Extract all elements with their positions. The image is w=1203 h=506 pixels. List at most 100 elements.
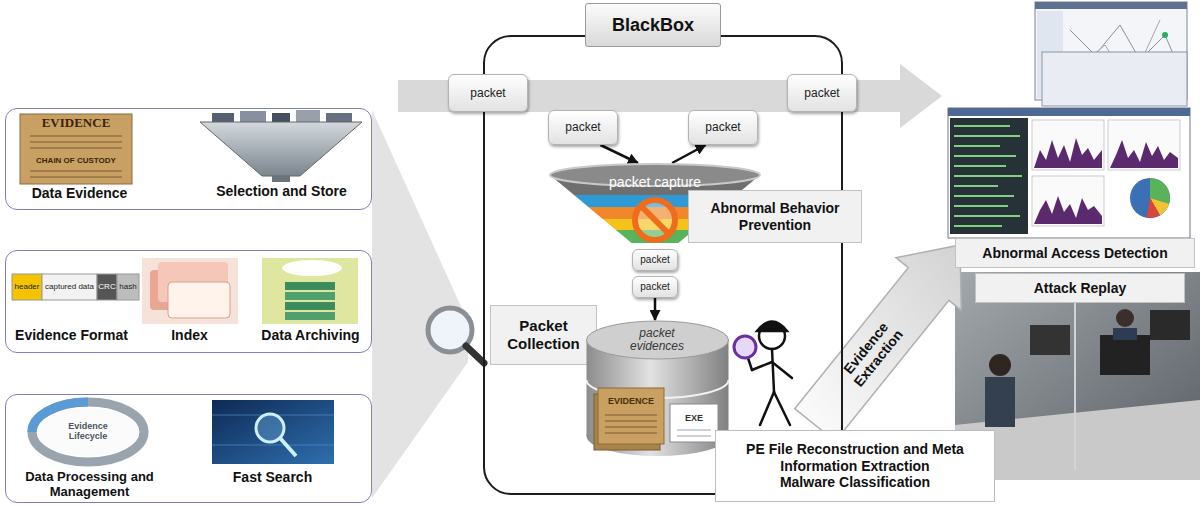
panel-caption: Data Archiving xyxy=(246,328,376,343)
focus-wedge xyxy=(372,110,468,498)
device-icon xyxy=(240,111,266,122)
function-label: Malware Classification xyxy=(780,474,930,491)
search-handle xyxy=(280,438,296,456)
log-line xyxy=(954,215,1020,217)
log-list xyxy=(950,118,1028,234)
packet-label: packet xyxy=(705,120,740,134)
evidence-store: packet evidences xyxy=(585,320,730,458)
packet-box: packet xyxy=(632,249,678,271)
evidence-document xyxy=(20,114,132,184)
figure-glass-handle xyxy=(748,358,752,370)
function-label: Abnormal Behavior Prevention xyxy=(695,200,855,234)
search-image xyxy=(212,400,334,464)
figure-hat xyxy=(757,322,787,332)
log-line xyxy=(954,225,1002,227)
packet-box: packet xyxy=(787,74,857,112)
format-hash xyxy=(117,274,139,300)
exe-file xyxy=(670,404,718,442)
paper-line xyxy=(605,433,657,434)
cylinder-top xyxy=(587,321,729,359)
archive-server xyxy=(285,292,335,300)
investigator-figure xyxy=(734,322,792,426)
traffic-chart xyxy=(1110,140,1178,168)
funnel-label: packet capture xyxy=(548,174,762,190)
flow-connector xyxy=(672,145,705,163)
device-icon xyxy=(212,113,234,122)
lifecycle-core xyxy=(38,408,138,456)
prohibition-sign xyxy=(635,200,675,240)
paper-line xyxy=(605,427,657,428)
format-field: header xyxy=(12,282,42,291)
function-box: PE File Reconstruction and Meta Informat… xyxy=(715,430,995,502)
figure-leg xyxy=(760,392,774,425)
log-line xyxy=(954,165,1006,167)
screen-titlebar xyxy=(948,108,1190,116)
selection-funnel xyxy=(200,122,362,176)
figure-body xyxy=(772,349,774,392)
photo-person xyxy=(985,377,1015,427)
function-box: Abnormal Access Detection xyxy=(955,238,1195,268)
prohibition-slash xyxy=(641,206,669,234)
log-line xyxy=(954,135,1020,137)
panel-caption: Index xyxy=(140,328,240,343)
photo-person xyxy=(1116,309,1134,327)
function-label: PE File Reconstruction and Meta Informat… xyxy=(722,441,988,475)
archive-server xyxy=(285,282,335,290)
flow-connector xyxy=(654,298,657,320)
function-label: Attack Replay xyxy=(1034,280,1127,297)
archive-image xyxy=(262,258,358,324)
paper-line xyxy=(605,415,657,416)
format-header xyxy=(12,274,42,300)
network-node xyxy=(1162,32,1168,38)
packet-label: packet xyxy=(640,254,669,266)
document-line xyxy=(30,148,122,149)
screen-window xyxy=(948,108,1190,238)
packet-label: packet xyxy=(640,281,669,293)
search-lens xyxy=(256,414,284,442)
extraction-arrow xyxy=(795,245,962,441)
packet-label: packet xyxy=(470,86,505,100)
traffic-chart xyxy=(1034,138,1102,168)
log-line xyxy=(954,195,1014,197)
document-heading: EVIDENCE xyxy=(600,396,662,406)
feature-panel: Evidence FormatIndexData Archiving xyxy=(5,250,372,353)
log-line xyxy=(954,155,1016,157)
panel-caption: Evidence Format xyxy=(2,328,142,343)
index-image xyxy=(142,258,238,324)
archive-cloud xyxy=(282,260,342,276)
format-data xyxy=(42,274,97,300)
document-line xyxy=(30,177,122,178)
icon-text: Evidence Lifecycle xyxy=(58,421,118,442)
document-text: CHAIN OF CUSTODY xyxy=(22,156,130,165)
chart-panel xyxy=(1032,176,1104,226)
document-line xyxy=(30,136,122,137)
photo-monitor xyxy=(1100,335,1150,375)
function-box: Abnormal Behavior Prevention xyxy=(688,190,862,243)
function-label: Abnormal Access Detection xyxy=(982,245,1167,262)
flow-connector xyxy=(601,145,638,163)
figure-arm xyxy=(752,362,772,370)
packet-box: packet xyxy=(632,276,678,298)
pie-chart xyxy=(1130,178,1170,218)
photo-person xyxy=(1113,328,1137,340)
panel-caption: Data Evidence xyxy=(5,186,155,201)
document-heading: EVIDENCE xyxy=(22,116,130,131)
log-lines xyxy=(954,126,1022,226)
store-label: packet evidences xyxy=(612,327,702,353)
lifecycle-ring xyxy=(32,402,144,462)
packet-label: packet xyxy=(565,120,600,134)
packet-label: packet xyxy=(804,86,839,100)
figure-leg xyxy=(774,392,790,425)
log-line xyxy=(954,185,998,187)
format-field: captured data xyxy=(42,282,97,291)
device-icon xyxy=(272,113,290,122)
paper-line xyxy=(605,421,657,422)
figure-glass xyxy=(734,336,756,358)
feature-panel: Data Processing and ManagementFast Searc… xyxy=(5,394,372,503)
funnel-stem xyxy=(272,176,290,182)
format-crc xyxy=(97,274,117,300)
function-label: Packet Collection xyxy=(497,317,590,353)
archive-server xyxy=(285,302,335,310)
device-icon xyxy=(296,110,320,122)
chart-panel xyxy=(1108,120,1180,170)
